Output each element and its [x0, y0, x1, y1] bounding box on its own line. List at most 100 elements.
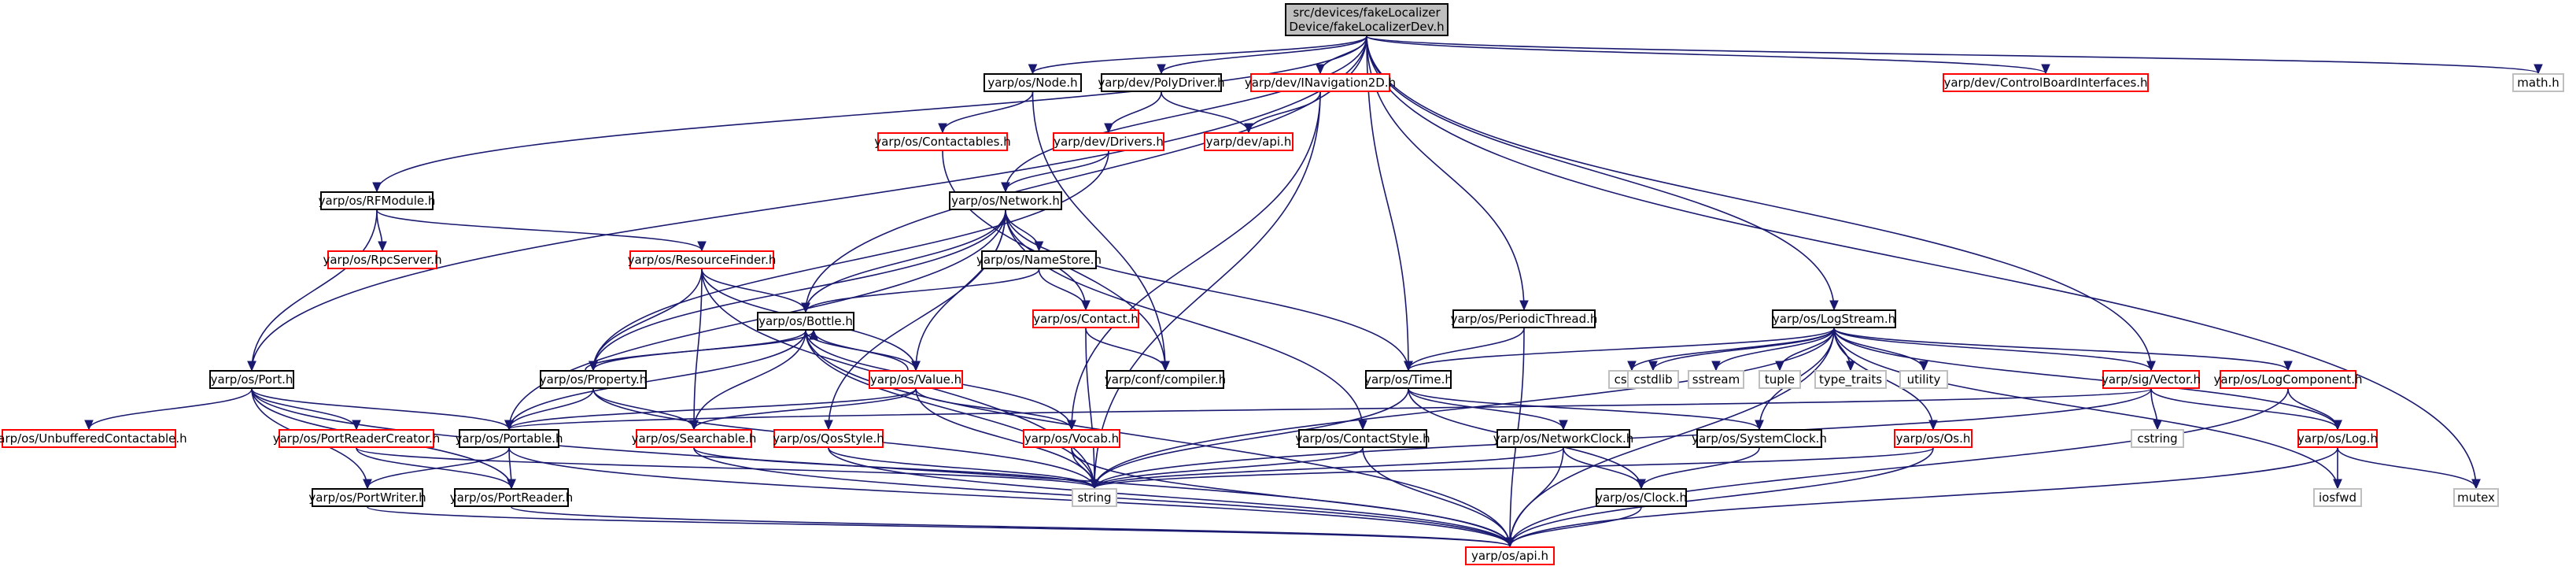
node-yarp-dev-api[interactable]: yarp/dev/api.h	[1204, 132, 1294, 151]
node-label: yarp/os/SystemClock.h	[1692, 431, 1827, 446]
edge-port-to-unbuffered	[89, 388, 253, 429]
node-label: yarp/os/LogComponent.h	[2213, 372, 2363, 387]
node-yarp-os-network[interactable]: yarp/os/Network.h	[949, 191, 1062, 210]
edge-logstream-to-cstdio	[1632, 328, 1835, 370]
node-label: yarp/os/Vocab.h	[1024, 431, 1120, 446]
node-yarp-os-bottle[interactable]: yarp/os/Bottle.h	[757, 312, 854, 331]
edge-vector-to-log	[2150, 388, 2338, 429]
node-label: yarp/os/Contact.h	[1033, 312, 1139, 326]
edge-network-to-time	[1005, 209, 1408, 370]
node-yarp-os-node[interactable]: yarp/os/Node.h	[984, 73, 1082, 92]
edge-logstream-to-time	[1408, 328, 1835, 370]
node-yarp-os-log[interactable]: yarp/os/Log.h	[2297, 429, 2378, 448]
edge-os-to-string	[1094, 447, 1934, 488]
node-yarp-os-contactables[interactable]: yarp/os/Contactables.h	[874, 132, 1011, 151]
node-yarp-os-port[interactable]: yarp/os/Port.h	[209, 370, 294, 389]
node-yarp-os-systemclock[interactable]: yarp/os/SystemClock.h	[1692, 429, 1827, 448]
node-yarp-os-networkclock[interactable]: yarp/os/NetworkClock.h	[1493, 429, 1633, 448]
node-yarp-conf-compiler[interactable]: yarp/conf/compiler.h	[1104, 370, 1227, 389]
node-yarp-dev-controlboardinterfaces[interactable]: yarp/dev/ControlBoardInterfaces.h	[1943, 73, 2149, 92]
node-yarp-os-rfmodule[interactable]: yarp/os/RFModule.h	[318, 191, 436, 210]
node-yarp-os-namestore[interactable]: yarp/os/NameStore.h	[976, 250, 1102, 269]
node-label: yarp/os/Bottle.h	[758, 314, 853, 328]
node-yarp-os-vocab[interactable]: yarp/os/Vocab.h	[1023, 429, 1120, 448]
node-label: yarp/dev/Drivers.h	[1054, 135, 1164, 149]
node-label: type_traits	[1818, 372, 1883, 387]
edge-logcomp-to-log	[2287, 388, 2338, 429]
node-label: yarp/os/QosStyle.h	[773, 431, 884, 446]
node-string[interactable]: string	[1072, 488, 1117, 507]
edge-rfmodule-to-rpcserver	[376, 209, 382, 250]
edge-resfinder-to-property	[593, 268, 703, 370]
node-yarp-os-portreadercreator[interactable]: yarp/os/PortReaderCreator.h	[273, 429, 440, 448]
node-yarp-os-contact[interactable]: yarp/os/Contact.h	[1032, 309, 1139, 328]
node-math-h[interactable]: math.h	[2512, 73, 2564, 92]
node-root-file[interactable]: src/devices/fakeLocalizer Device/fakeLoc…	[1285, 3, 1449, 36]
node-sstream[interactable]: sstream	[1688, 370, 1744, 389]
edge-qos-to-string	[828, 447, 1094, 488]
node-label: yarp/os/PortReader.h	[449, 490, 574, 505]
node-cstring[interactable]: cstring	[2131, 429, 2184, 448]
edge-portable-to-portreader	[509, 447, 511, 488]
edge-searchable-to-string	[693, 447, 1094, 488]
node-yarp-os-logcomponent[interactable]: yarp/os/LogComponent.h	[2214, 370, 2363, 389]
node-label: yarp/os/NetworkClock.h	[1493, 431, 1634, 446]
node-yarp-os-logstream[interactable]: yarp/os/LogStream.h	[1772, 309, 1896, 328]
edge-contactstyle-to-string	[1094, 447, 1364, 488]
node-yarp-os-contactstyle[interactable]: yarp/os/ContactStyle.h	[1295, 429, 1430, 448]
node-yarp-os-property[interactable]: yarp/os/Property.h	[540, 370, 647, 389]
edge-portable-to-portwriter	[367, 447, 510, 488]
edge-root-to-mutex	[1366, 35, 2476, 488]
node-yarp-dev-drivers[interactable]: yarp/dev/Drivers.h	[1053, 132, 1164, 151]
node-cstdlib[interactable]: cstdlib	[1627, 370, 1679, 389]
edge-resfinder-to-searchable	[694, 268, 703, 429]
node-yarp-os-os[interactable]: yarp/os/Os.h	[1894, 429, 1973, 448]
node-label: yarp/dev/PolyDriver.h	[1098, 76, 1225, 90]
node-label: yarp/os/Node.h	[987, 76, 1078, 90]
node-label: yarp/os/Clock.h	[1596, 490, 1687, 505]
node-label: yarp/os/Property.h	[539, 372, 648, 387]
edge-root-to-cbi	[1366, 35, 2046, 73]
node-yarp-os-qosstyle[interactable]: yarp/os/QosStyle.h	[773, 429, 884, 448]
node-label: utility	[1906, 372, 1941, 387]
node-yarp-os-value[interactable]: yarp/os/Value.h	[869, 370, 963, 389]
node-label: yarp/conf/compiler.h	[1104, 372, 1227, 387]
node-label: mutex	[2457, 490, 2495, 505]
edge-value-to-portable	[509, 388, 917, 429]
node-yarp-dev-polydriver[interactable]: yarp/dev/PolyDriver.h	[1098, 73, 1225, 92]
node-yarp-sig-vector[interactable]: yarp/sig/Vector.h	[2102, 370, 2201, 389]
node-label: tuple	[1764, 372, 1795, 387]
node-yarp-os-portreader[interactable]: yarp/os/PortReader.h	[450, 488, 573, 507]
node-yarp-os-unbufferedcontactable[interactable]: yarp/os/UnbufferedContactable.h	[0, 429, 187, 448]
edge-inav-to-vocab	[1072, 91, 1321, 429]
node-label: yarp/os/Searchable.h	[631, 431, 757, 446]
node-utility[interactable]: utility	[1899, 370, 1948, 389]
edge-logstream-to-vector	[1833, 328, 2151, 370]
node-yarp-os-time[interactable]: yarp/os/Time.h	[1364, 370, 1452, 389]
node-yarp-os-portable[interactable]: yarp/os/Portable.h	[456, 429, 563, 448]
edge-value-to-searchable	[694, 388, 917, 429]
node-yarp-os-clock[interactable]: yarp/os/Clock.h	[1596, 488, 1687, 507]
edge-root-to-logstream	[1366, 35, 1834, 309]
node-type-traits[interactable]: type_traits	[1814, 370, 1887, 389]
node-yarp-dev-inavigation2d[interactable]: yarp/dev/INavigation2D.h	[1245, 73, 1396, 92]
node-mutex[interactable]: mutex	[2453, 488, 2499, 507]
node-yarp-os-portwriter[interactable]: yarp/os/PortWriter.h	[308, 488, 426, 507]
node-yarp-os-searchable[interactable]: yarp/os/Searchable.h	[632, 429, 756, 448]
node-yarp-os-api[interactable]: yarp/os/api.h	[1465, 546, 1555, 565]
node-label: sstream	[1692, 372, 1740, 387]
node-yarp-os-rpcserver[interactable]: yarp/os/RpcServer.h	[323, 250, 442, 269]
edge-os-to-osapi	[1510, 447, 1934, 546]
edge-root-to-time	[1366, 35, 1408, 370]
edge-root-to-polydriver	[1161, 35, 1367, 73]
edge-root-to-node	[1033, 35, 1367, 73]
node-yarp-os-resourcefinder[interactable]: yarp/os/ResourceFinder.h	[628, 250, 776, 269]
edge-node-to-compiler	[1032, 91, 1166, 370]
node-tuple[interactable]: tuple	[1759, 370, 1801, 389]
node-label: yarp/os/PortWriter.h	[308, 490, 426, 505]
node-iosfwd[interactable]: iosfwd	[2313, 488, 2362, 507]
edge-port-to-portable	[251, 388, 509, 429]
node-yarp-os-periodicthread[interactable]: yarp/os/PeriodicThread.h	[1451, 309, 1597, 328]
node-label: yarp/os/RFModule.h	[318, 194, 436, 208]
